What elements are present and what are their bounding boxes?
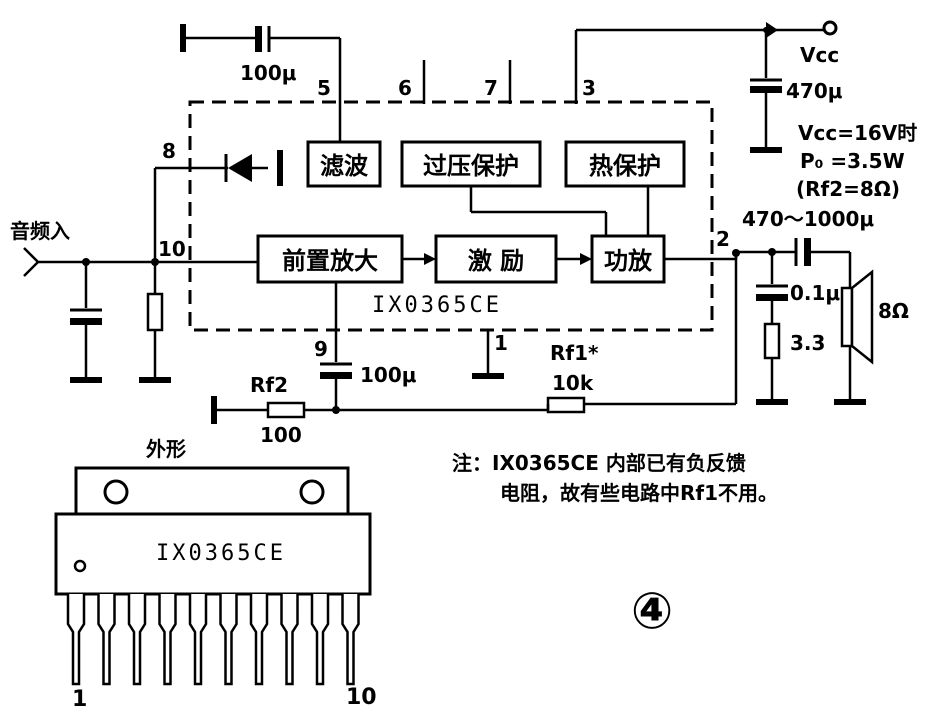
package-lead [341, 594, 360, 686]
note-line-2: 电阻，故有些电路中Rf1不用。 [500, 481, 778, 505]
input-network [23, 150, 283, 383]
rf1-value: 10k [552, 371, 594, 395]
spec-load: (Rf2=8Ω) [796, 177, 900, 201]
package-lead [127, 594, 147, 686]
block-overvoltage-label: 过压保护 [423, 152, 519, 180]
rf1-label: Rf1* [550, 341, 599, 365]
package-pins [66, 594, 360, 686]
pin-6-label: 6 [398, 76, 412, 100]
pin-7-label: 7 [484, 76, 498, 100]
ic-name-label: IX0365CE [372, 293, 502, 318]
vcc-cap-label: 470μ [786, 79, 843, 103]
feedback-network [211, 282, 736, 424]
package-lead [66, 594, 86, 686]
spec-power: P₀ =3.5W [800, 149, 905, 173]
top-cap-label: 100μ [240, 61, 297, 85]
zobel-res-label: 3.3 [790, 331, 825, 355]
package-lead [280, 594, 299, 686]
pin-2-label: 2 [716, 227, 730, 251]
ic-outline [188, 100, 714, 332]
feedback-cap-label: 100μ [360, 363, 417, 387]
block-thermal-label: 热保护 [589, 152, 661, 180]
pin-3-label: 3 [582, 76, 596, 100]
output-network [664, 238, 874, 405]
output-cap-label: 470～1000μ [742, 207, 874, 231]
rf2-label: Rf2 [250, 373, 288, 397]
package-lead [219, 594, 238, 686]
speaker-label: 8Ω [878, 299, 909, 323]
vcc-rail [574, 20, 838, 153]
package-lead [188, 594, 208, 686]
package-pin-first: 1 [72, 687, 87, 712]
package-lead [158, 594, 177, 686]
pin-8-label: 8 [162, 139, 176, 163]
audio-input-label: 音频入 [10, 219, 70, 243]
block-preamp-label: 前置放大 [282, 247, 378, 275]
block-preamp [256, 234, 404, 284]
block-filter [306, 140, 382, 188]
pin-10-label: 10 [158, 237, 186, 261]
block-driver-label: 激 励 [468, 247, 524, 275]
block-filter-label: 滤波 [320, 152, 369, 180]
rf2-value: 100 [260, 423, 302, 447]
top-filter-capacitor [180, 24, 342, 142]
block-overvoltage [400, 140, 542, 188]
package-pin-last: 10 [346, 685, 377, 710]
pin-1-label: 1 [494, 331, 508, 355]
block-driver [434, 234, 558, 284]
package-lead [249, 594, 269, 686]
figure-number: ④ [631, 582, 673, 640]
package-drawing [54, 466, 372, 596]
block-power-label: 功放 [604, 247, 653, 275]
pin-5-label: 5 [317, 76, 331, 100]
outline-label: 外形 [146, 437, 186, 461]
block-thermal [564, 140, 686, 188]
note-line-1: 注：IX0365CE 内部已有负反馈 [452, 451, 746, 475]
signal-flow-arrows [402, 253, 592, 265]
package-lead [310, 594, 330, 686]
package-lead [97, 594, 116, 686]
spec-vcc: Vcc=16V时 [798, 121, 917, 145]
pin-9-label: 9 [314, 337, 328, 361]
vcc-label: Vcc [800, 43, 839, 67]
package-name-label: IX0365CE [156, 541, 286, 566]
zobel-cap-label: 0.1μ [790, 281, 840, 305]
protection-wires [469, 186, 650, 236]
